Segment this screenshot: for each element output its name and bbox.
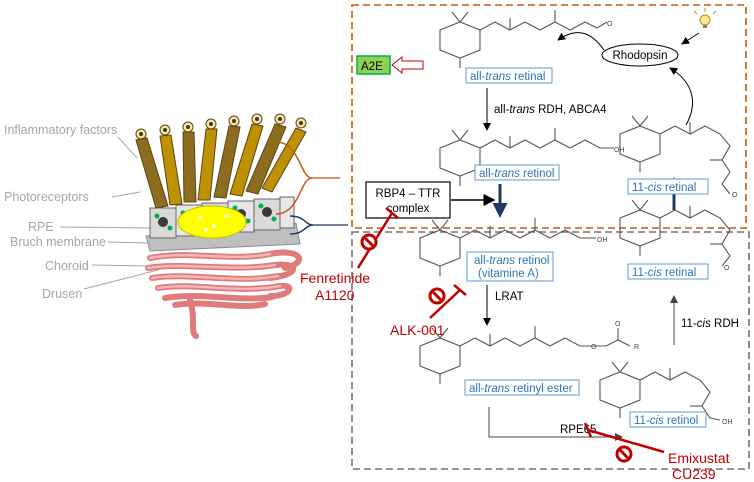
- all-trans-retinal-label: all-trans retinal: [470, 71, 545, 83]
- drusen-deposit: [177, 205, 247, 239]
- atom-oh-retinol: OH: [614, 147, 625, 154]
- cis-retinal-mid-box: [627, 263, 709, 280]
- atom-o-carbonyl: O: [615, 321, 621, 328]
- atom-r-group: R: [634, 344, 639, 351]
- orange-dashed-frame: [351, 4, 747, 229]
- all-trans-retinal-box: [465, 67, 553, 84]
- vitamin-a-label-2: (vitamine A): [478, 268, 539, 280]
- molecule-11-cis-retinal-mid: [619, 199, 731, 267]
- molecule-11-cis-retinol: [599, 361, 721, 421]
- atom-o-cis-retinal-top: O: [732, 192, 738, 199]
- rbp4-ttr-box: [365, 181, 451, 219]
- fenretinide-label: Fenretinide: [300, 270, 370, 286]
- rhodopsin-ellipse: [601, 43, 679, 67]
- atom-o-retinal: O: [607, 21, 613, 28]
- molecule-vitamin-a: [419, 218, 596, 276]
- molecule-11-cis-retinal-top: [619, 115, 731, 195]
- a2e-box: [356, 55, 391, 75]
- atom-oh-cis-retinol: OH: [722, 419, 733, 426]
- vitamin-a-label-1: all-trans retinol: [474, 255, 549, 267]
- rhodopsin-label: Rhodopsin: [613, 50, 668, 62]
- label-inflammatory-factors: Inflammatory factors: [4, 123, 117, 137]
- cis-retinol-box: [629, 411, 707, 428]
- alk-001-label: ALK-001: [390, 322, 445, 338]
- cis-retinal-top-label: 11-cis retinal: [632, 182, 696, 194]
- label-drusen: Drusen: [42, 287, 82, 301]
- atom-oh-vitamin-a: OH: [597, 237, 608, 244]
- atom-o-cis-retinal-mid: O: [724, 265, 730, 272]
- vitamin-a-box: [466, 251, 554, 282]
- retina-illustration: [59, 113, 348, 339]
- a2e-arrow: [391, 55, 424, 75]
- label-photoreceptors: Photoreceptors: [4, 190, 89, 204]
- no-symbol-icon: [428, 287, 446, 305]
- a2e-label: A2E: [361, 61, 383, 73]
- emixustat-label: Emixustat: [668, 450, 730, 466]
- cis-rdh-label: 11-cis RDH: [681, 318, 739, 330]
- retinyl-ester-label: all-trans retinyl ester: [469, 383, 573, 395]
- emixustat-inhibit-line: [587, 428, 665, 454]
- cis-retinol-label: 11-cis retinol: [634, 415, 698, 427]
- alk-inhibit-line: [429, 289, 461, 319]
- all-trans-retinol-box: [474, 164, 560, 181]
- no-symbol-icon: [615, 445, 633, 463]
- cis-retinal-top-box: [627, 178, 709, 195]
- label-choroid: Choroid: [45, 259, 89, 273]
- rbp4-line1: RBP4 – TTR: [376, 188, 441, 200]
- photoreceptor-cells: [135, 123, 307, 209]
- lrat-label: LRAT: [495, 291, 524, 303]
- all-trans-retinol-label: all-trans retinol: [479, 168, 554, 180]
- a1120-label: A1120: [315, 287, 355, 303]
- label-bruch-membrane: Bruch membrane: [10, 235, 106, 249]
- molecule-all-trans-retinal: [439, 10, 608, 68]
- light-bulb-icon: [693, 8, 717, 28]
- label-rpe: RPE: [28, 220, 54, 234]
- cu239-label: CU239: [672, 466, 716, 482]
- rbp4-line2: complex: [387, 203, 430, 215]
- gray-dashed-frame: [351, 231, 750, 470]
- rdh-abca4-label: all-trans RDH, ABCA4: [494, 104, 607, 116]
- cis-retinal-mid-label: 11-cis retinal: [632, 267, 696, 279]
- molecule-retinyl-ester: [419, 326, 631, 384]
- no-symbol-icon: [360, 233, 378, 251]
- retinyl-ester-box: [464, 379, 580, 396]
- atom-o-ester: O: [591, 344, 597, 351]
